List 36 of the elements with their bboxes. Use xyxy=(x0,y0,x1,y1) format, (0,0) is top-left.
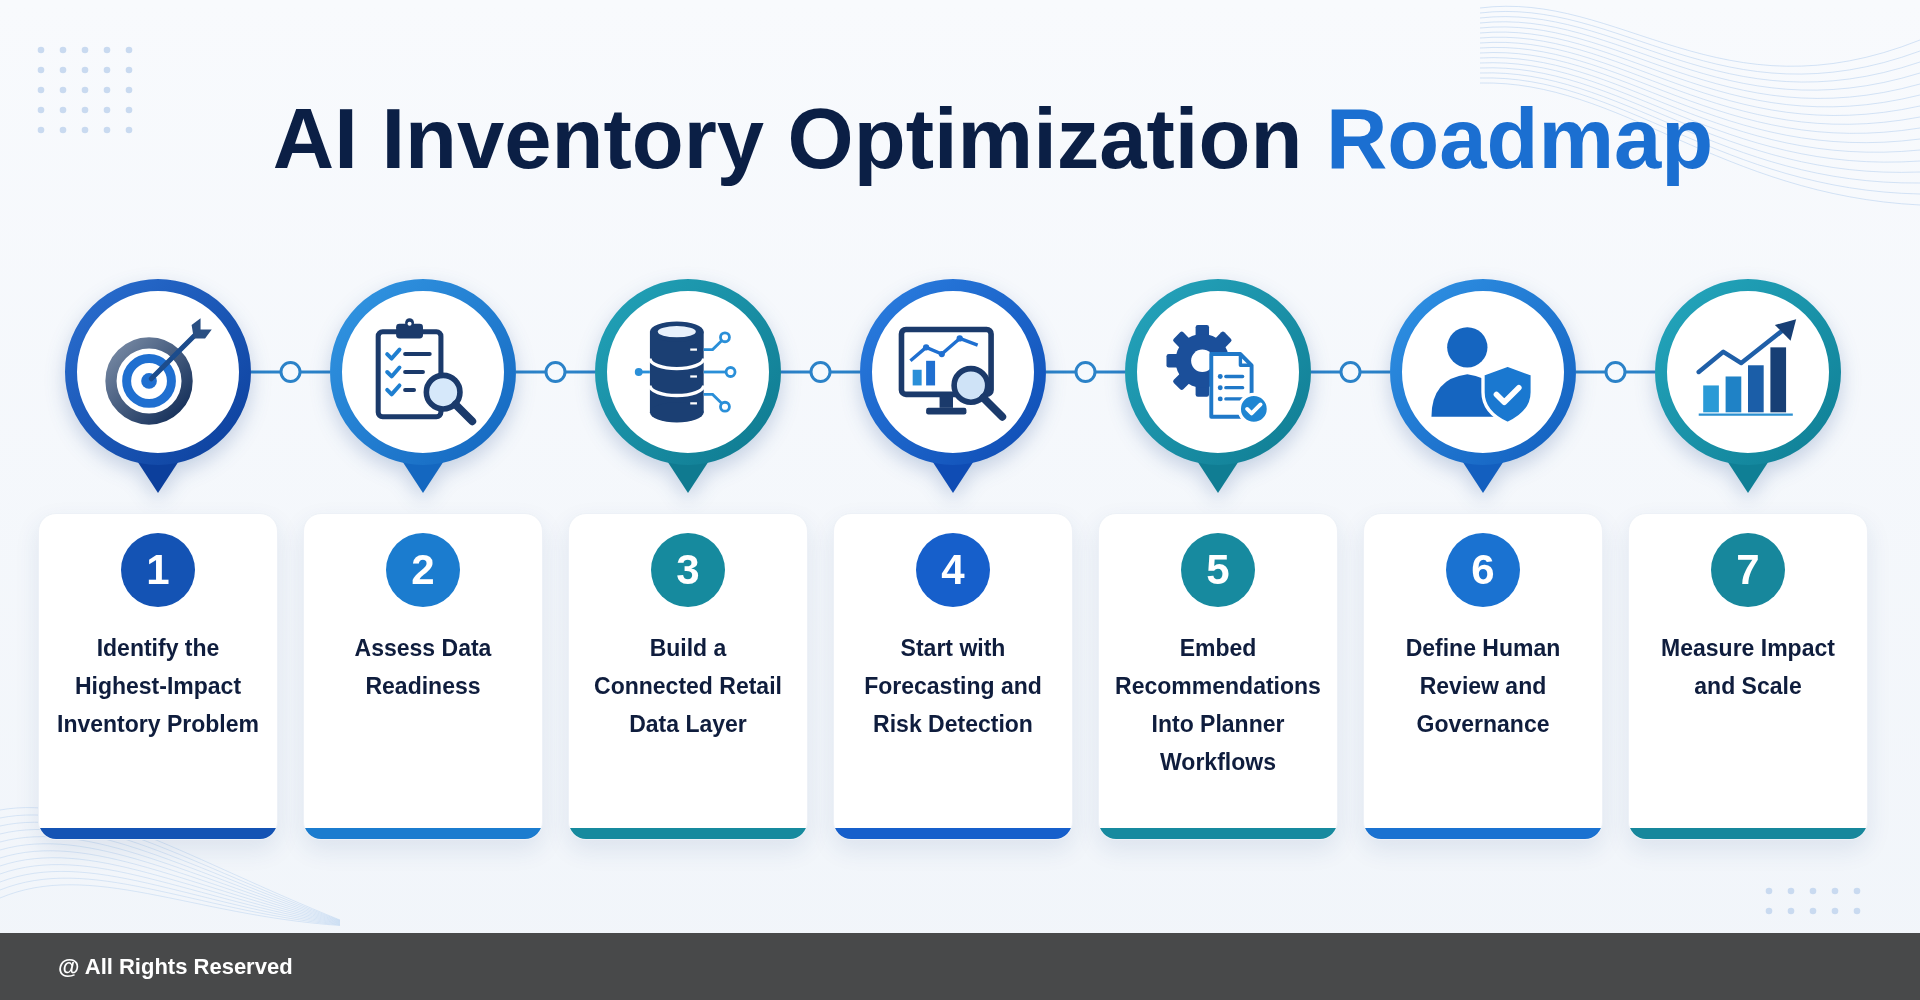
pin-marker xyxy=(595,279,781,495)
step-card xyxy=(1363,513,1603,840)
connector-line xyxy=(516,370,595,374)
pin-marker xyxy=(860,279,1046,495)
step-card xyxy=(833,513,1073,840)
connector-line xyxy=(1046,370,1125,374)
step-title: Assess Data Readiness xyxy=(353,634,493,701)
step-card xyxy=(1098,513,1338,840)
step-card xyxy=(568,513,808,840)
step-title: Embed Recommendations Into Planner Workflows xyxy=(1114,634,1322,777)
step-title: Build a Connected Retail Data Layer xyxy=(593,634,783,739)
step-title: Define Human Review and Governance xyxy=(1404,634,1562,739)
step-card xyxy=(38,513,278,840)
step-card xyxy=(303,513,543,840)
step-number: 7 xyxy=(1711,533,1785,607)
pin-marker xyxy=(330,279,516,495)
step-number: 5 xyxy=(1181,533,1255,607)
connector-line xyxy=(1311,370,1390,374)
page-title: AI Inventory Optimization Roadmap xyxy=(272,90,1714,188)
connector-line xyxy=(1576,370,1655,374)
step-title: Measure Impact and Scale xyxy=(1660,634,1836,701)
pin-marker xyxy=(1125,279,1311,495)
step-number: 2 xyxy=(386,533,460,607)
step-card xyxy=(1628,513,1868,840)
step-title: Identify the Highest-Impact Inventory Problem xyxy=(56,634,260,739)
footer-text: @ All Rights Reserved xyxy=(58,953,293,981)
step-title: Start with Forecasting and Risk Detection xyxy=(863,634,1043,739)
connector-line xyxy=(781,370,860,374)
step-number: 6 xyxy=(1446,533,1520,607)
pin-marker xyxy=(1390,279,1576,495)
pin-marker xyxy=(1655,279,1841,495)
step-number: 1 xyxy=(121,533,195,607)
step-number: 3 xyxy=(651,533,725,607)
pin-marker xyxy=(65,279,251,495)
connector-line xyxy=(251,370,330,374)
step-number: 4 xyxy=(916,533,990,607)
